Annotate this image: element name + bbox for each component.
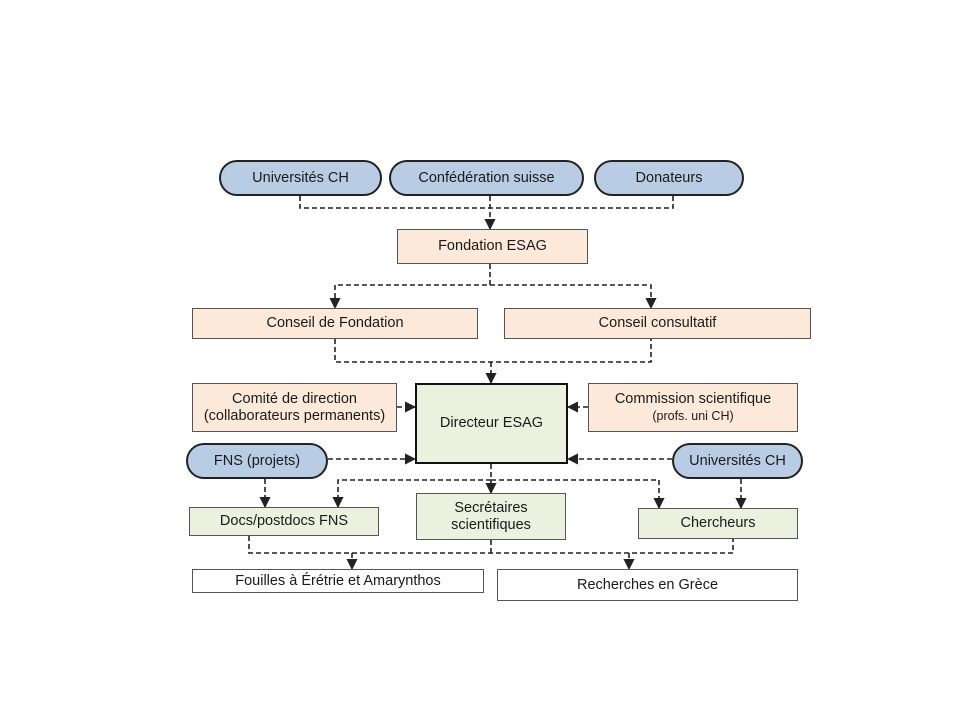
conseil-consultatif-label: Conseil consultatif <box>598 315 717 331</box>
connector-staff-bus-left <box>332 479 491 509</box>
universites-ch-right-label: Universités CH <box>689 452 786 469</box>
universites-ch-label: Universités CH <box>252 169 349 186</box>
donateurs-label: Donateurs <box>635 169 703 186</box>
comite-direction-label: Comité de direction <box>232 390 357 407</box>
fondation-label: Fondation ESAG <box>438 238 547 254</box>
connector-conseils-bus <box>334 339 652 363</box>
chercheurs-label: Chercheurs <box>680 515 756 531</box>
confederation-label: Confédération suisse <box>418 169 555 186</box>
comite-direction-sublabel: (collaborateurs permanents) <box>203 407 386 424</box>
conseil-consultatif-node: Conseil consultatif <box>504 308 811 339</box>
fns-projets-label: FNS (projets) <box>213 452 301 469</box>
commission-sublabel: (profs. uni CH) <box>652 409 734 423</box>
connector-fondation-bus <box>329 264 491 310</box>
secretaires-node: Secrétaires scientifiques <box>416 493 566 540</box>
commission-scientifique-node: Commission scientifique (profs. uni CH) <box>588 383 798 432</box>
directeur-node: Directeur ESAG <box>415 383 568 464</box>
fondation-node: Fondation ESAG <box>397 229 588 264</box>
commission-label: Commission scientifique <box>614 391 772 407</box>
confederation-node: Confédération suisse <box>389 160 584 196</box>
conseil-fondation-label: Conseil de Fondation <box>266 315 404 331</box>
connector-staff-bus-right <box>491 479 665 510</box>
recherches-label: Recherches en Grèce <box>576 576 719 593</box>
fouilles-label: Fouilles à Érétrie et Amarynthos <box>235 572 441 589</box>
secretaires-label: Secrétaires <box>454 499 528 516</box>
directeur-label: Directeur ESAG <box>439 415 544 431</box>
fns-projets-node: FNS (projets) <box>186 443 328 479</box>
comite-direction-node: Comité de direction (collaborateurs perm… <box>192 383 397 432</box>
conseil-fondation-node: Conseil de Fondation <box>192 308 478 339</box>
chercheurs-node: Chercheurs <box>638 508 798 539</box>
fouilles-node: Fouilles à Érétrie et Amarynthos <box>192 569 484 593</box>
recherches-node: Recherches en Grèce <box>497 569 798 601</box>
connector-to-conseil-consultatif <box>490 284 657 310</box>
secretaires-sublabel: scientifiques <box>451 516 531 533</box>
universites-ch-node: Universités CH <box>219 160 382 196</box>
universites-ch-right-node: Universités CH <box>672 443 803 479</box>
docs-postdocs-node: Docs/postdocs FNS <box>189 507 379 536</box>
connector-funders-bus <box>299 196 674 209</box>
donateurs-node: Donateurs <box>594 160 744 196</box>
docs-postdocs-label: Docs/postdocs FNS <box>219 513 349 529</box>
